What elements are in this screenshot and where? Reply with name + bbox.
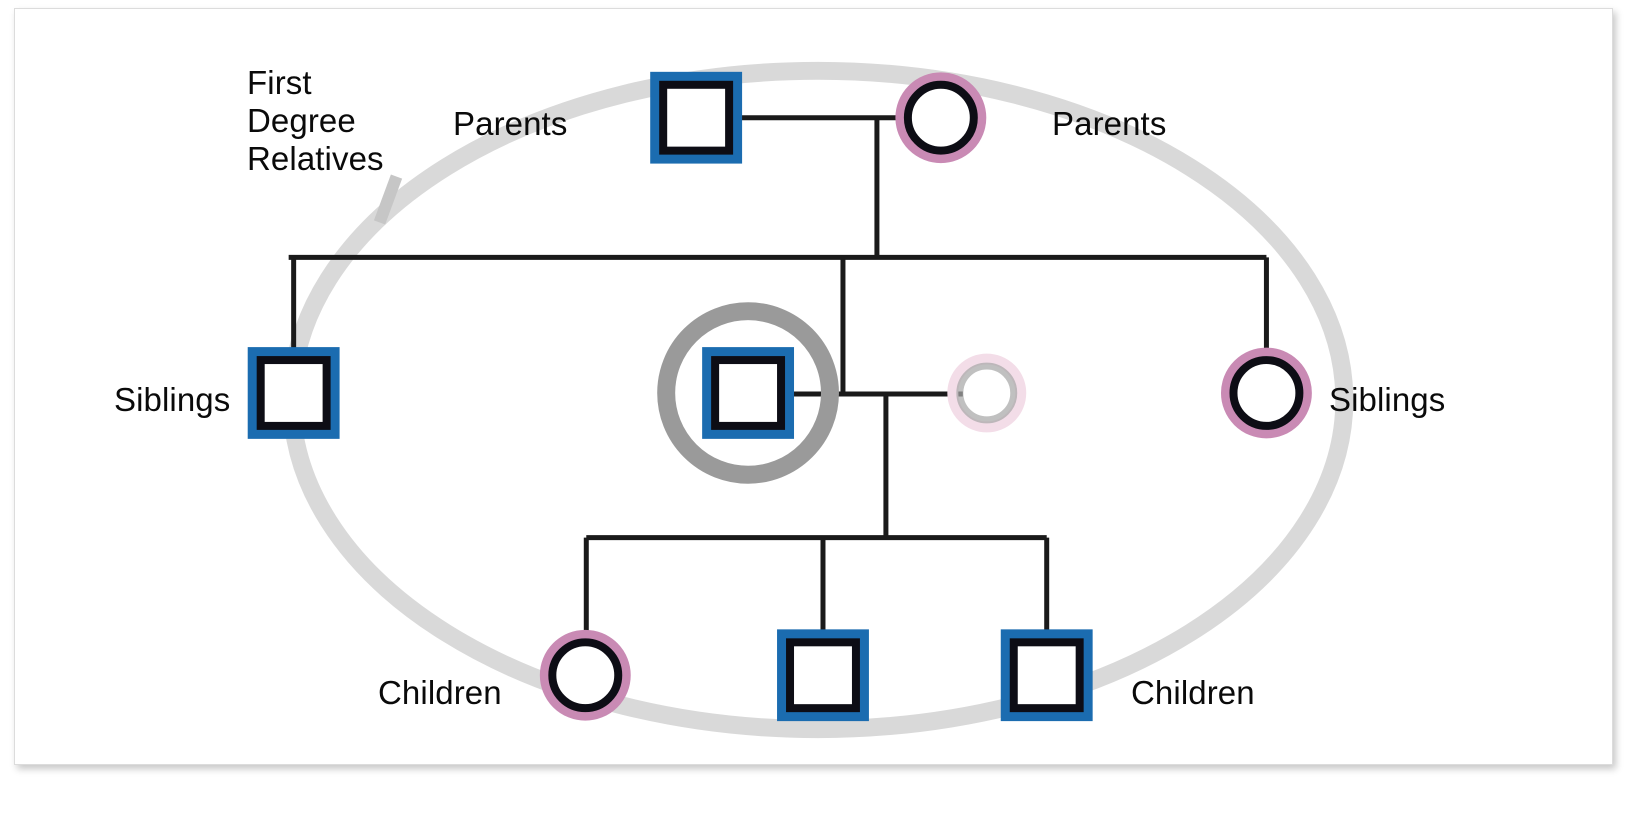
symbol-outline xyxy=(711,356,786,430)
symbol-outline xyxy=(956,362,1018,424)
symbol-outline xyxy=(1229,356,1304,430)
label-children-left: Children xyxy=(378,674,502,711)
symbol-outline xyxy=(786,638,860,713)
pedigree-canvas xyxy=(247,61,1354,739)
pedigree-symbol-sibling-left[interactable] xyxy=(247,347,340,439)
pedigree-symbol-child-1[interactable] xyxy=(539,629,631,721)
pedigree-symbol-father[interactable] xyxy=(650,71,743,164)
label-children-right: Children xyxy=(1131,674,1255,711)
symbol-halo xyxy=(1000,629,1093,722)
symbol-halo xyxy=(895,72,987,164)
symbol-halo xyxy=(1220,347,1312,439)
label-siblings-right: Siblings xyxy=(1329,381,1446,418)
pedigree-symbol-spouse[interactable] xyxy=(947,353,1027,433)
symbol-halo xyxy=(539,629,631,721)
symbol-outline xyxy=(256,356,331,430)
symbol-halo xyxy=(650,71,743,164)
symbol-outline xyxy=(903,80,978,155)
pedigree-symbol-sibling-right[interactable] xyxy=(1220,347,1312,439)
symbol-halo xyxy=(947,353,1027,433)
label-first-degree-relatives-line-2: Degree xyxy=(247,102,356,139)
pedigree-symbol-child-3[interactable] xyxy=(1000,629,1093,722)
pedigree-symbol-proband[interactable] xyxy=(657,302,839,484)
symbol-halo xyxy=(777,629,869,722)
label-first-degree-relatives-line-3: Relatives xyxy=(247,140,384,177)
label-first-degree-relatives-line-1: First xyxy=(247,64,312,101)
symbol-halo xyxy=(702,347,795,439)
group-label-pointer xyxy=(373,174,403,225)
symbol-outline xyxy=(1009,638,1084,713)
pedigree-symbol-child-2[interactable] xyxy=(777,629,869,722)
symbol-outline xyxy=(548,638,623,713)
symbol-outline xyxy=(659,80,734,155)
label-siblings-left: Siblings xyxy=(114,381,231,418)
pedigree-symbol-mother[interactable] xyxy=(895,72,987,164)
label-parents-left: Parents xyxy=(453,105,568,142)
label-parents-right: Parents xyxy=(1052,105,1167,142)
proband-ring xyxy=(657,302,839,484)
symbol-halo xyxy=(247,347,340,439)
